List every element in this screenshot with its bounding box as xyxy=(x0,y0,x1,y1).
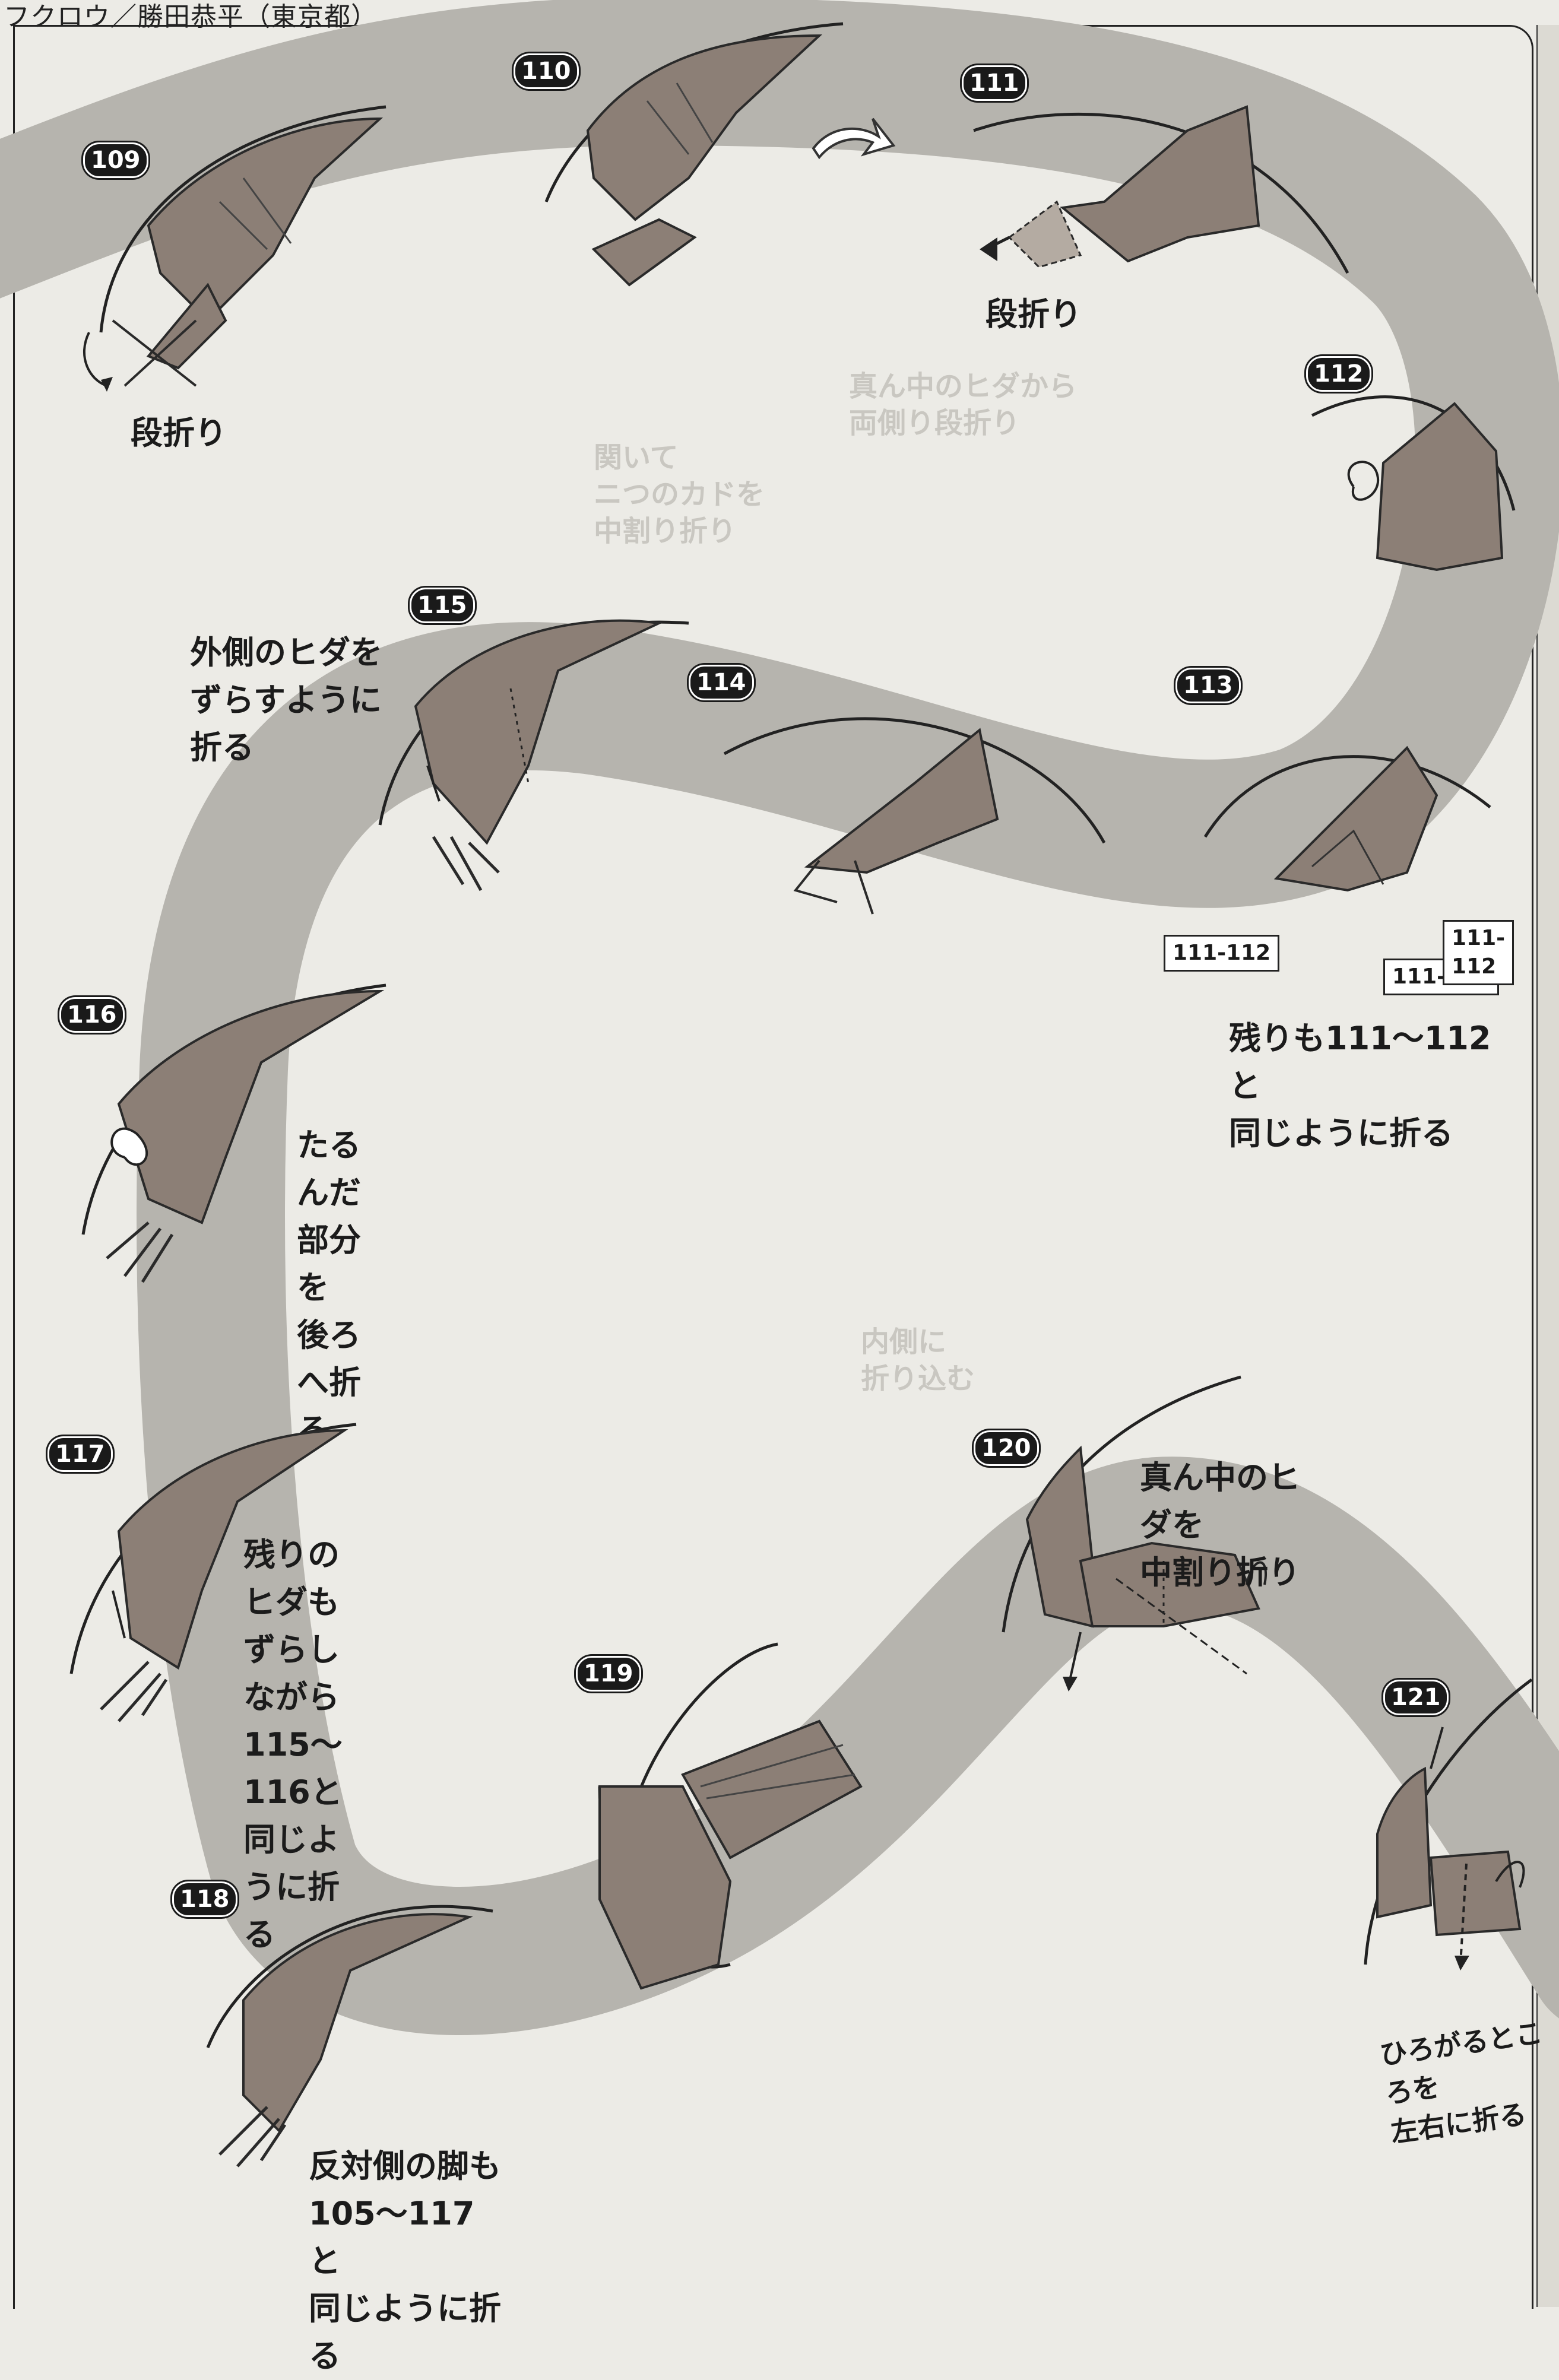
page-header: フクロウ／勝田恭平（東京都） xyxy=(4,2,378,32)
step-110: 110 xyxy=(511,22,844,332)
ref-label: 111-112 xyxy=(1164,935,1280,972)
diagram-112 xyxy=(1311,395,1516,572)
ref-label: 111-112 xyxy=(1443,920,1514,985)
step-number: 115 xyxy=(410,588,475,623)
step-number: 112 xyxy=(1306,356,1371,392)
caption-121: ひろがるところを 左右に折る xyxy=(1377,2016,1545,2149)
diagram-119 xyxy=(598,1642,863,1990)
diagram-118 xyxy=(206,1905,493,2168)
background-band xyxy=(0,0,1559,2035)
step-number: 116 xyxy=(59,997,125,1033)
step-number: 109 xyxy=(83,142,148,178)
caption-116: たるんだ部分を 後ろへ折る xyxy=(297,1126,361,1449)
caption-111: 段折り xyxy=(986,296,1082,333)
caption-113: 残りも111～112と 同じように折る xyxy=(1229,1020,1491,1152)
diagram-111 xyxy=(973,105,1349,274)
caption-109: 段折り xyxy=(131,414,227,452)
diagram-117 xyxy=(69,1423,357,1722)
step-number: 121 xyxy=(1383,1680,1449,1715)
diagram-110 xyxy=(544,22,844,287)
step-number: 114 xyxy=(689,665,754,700)
step-number: 118 xyxy=(172,1881,237,1917)
step-109: 109 段折り xyxy=(77,105,445,452)
step-116: 116 たるんだ部分を 後ろへ折る xyxy=(59,983,392,1449)
step-number: 111 xyxy=(962,65,1027,101)
step-number: 113 xyxy=(1175,668,1241,703)
diagram-109 xyxy=(83,105,386,392)
ghost-text: 関いて ニつのカドを 中割り折り xyxy=(594,441,765,548)
caption-117: 残りのヒダも ずらしながら 115～116と 同じように折る xyxy=(243,1536,343,1953)
diagram-113 xyxy=(1203,745,1491,892)
caption-118: 反対側の脚も 105～117と 同じように折る xyxy=(309,2147,501,2375)
step-119: 119 xyxy=(564,1632,896,2000)
step-number: 119 xyxy=(576,1656,641,1692)
ghost-text: 内側に 折り込む xyxy=(861,1325,975,1395)
step-118: 118 反対側の脚も 105～117と 同じように折る xyxy=(172,1870,505,2375)
step-113: 113 111-112 111-112 111-112 残りも111～112と … xyxy=(1158,659,1514,1152)
step-120: 120 真ん中のヒダを 中割り折り xyxy=(974,1375,1330,1709)
step-number: 110 xyxy=(514,53,579,89)
diagram-115 xyxy=(378,619,689,891)
diagram-114 xyxy=(723,717,1106,915)
step-121: 121 ひろがるところを 左右に折る xyxy=(1354,1656,1545,2149)
step-112: 112 xyxy=(1300,356,1526,605)
diagram-120 xyxy=(1002,1375,1267,1692)
step-114: 114 xyxy=(689,665,1106,938)
ghost-text: 真ん中のヒダから 両側り段折り xyxy=(849,370,1078,440)
step-115: 115 外側のヒダを ずらすように 折る xyxy=(190,588,689,920)
diagram-116 xyxy=(81,983,386,1283)
caption-120: 真ん中のヒダを 中割り折り xyxy=(1140,1459,1300,1591)
step-number: 120 xyxy=(974,1430,1039,1466)
step-117: 117 残りのヒダも ずらしながら 115～116と 同じように折る xyxy=(47,1413,357,1953)
diagram-121 xyxy=(1364,1678,1533,1970)
next-arrow-icon xyxy=(812,118,896,160)
step-111: 111 段折り xyxy=(962,59,1377,333)
caption-115: 外側のヒダを ずらすように 折る xyxy=(190,634,382,766)
step-number: 117 xyxy=(47,1436,113,1472)
